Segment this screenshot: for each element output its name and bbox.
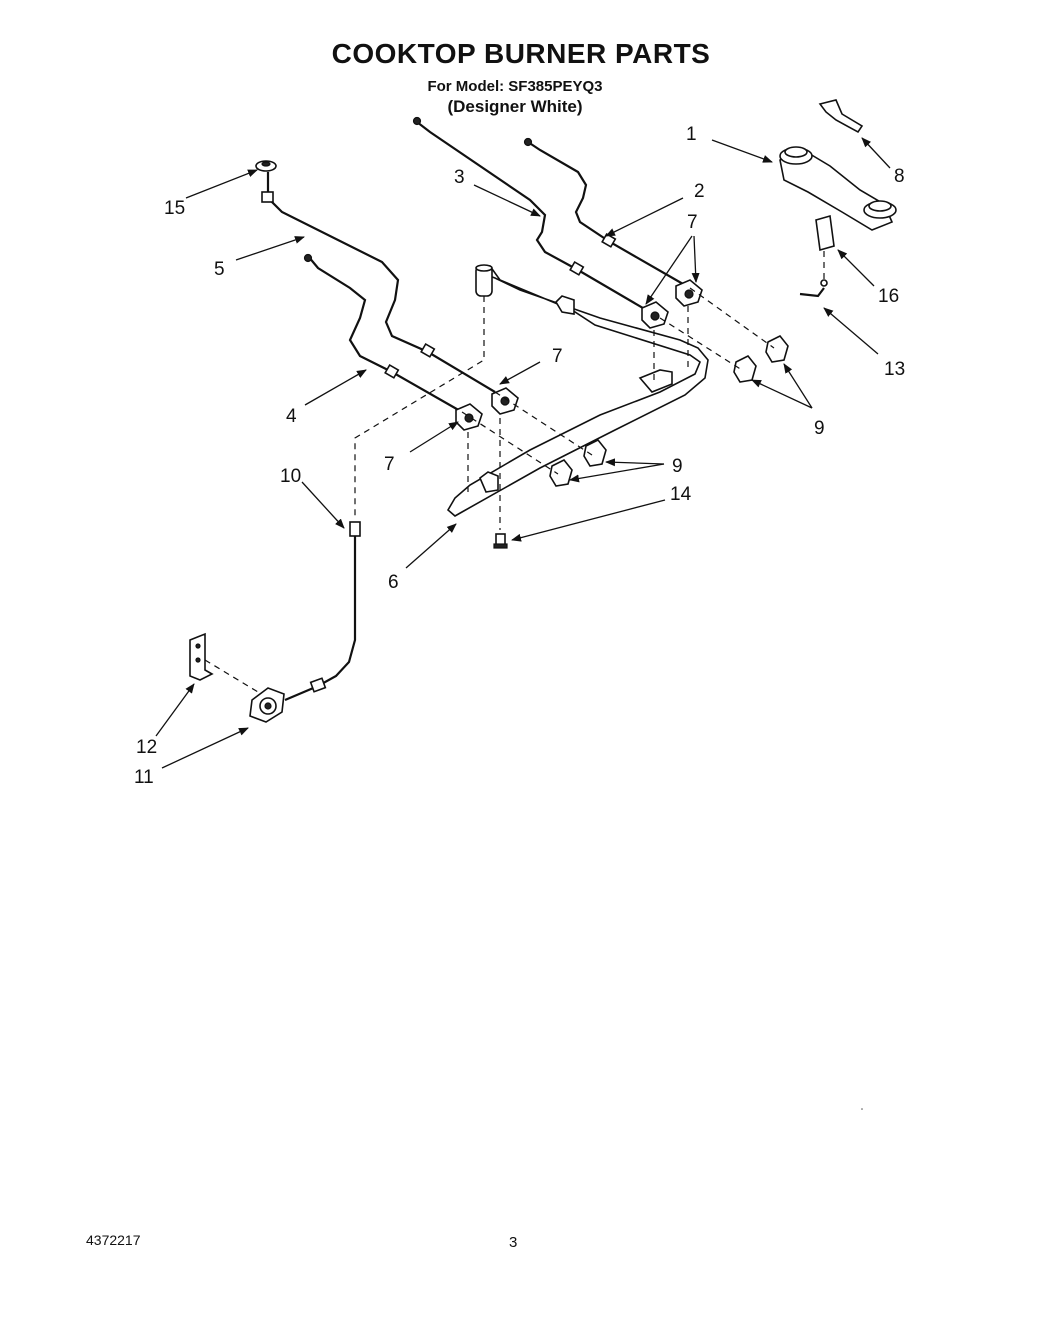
callout-14: 14	[670, 484, 692, 505]
gas-tube-4	[303, 253, 463, 413]
callout-9-right: 9	[814, 418, 825, 439]
callout-12: 12	[136, 737, 157, 758]
callout-5: 5	[214, 259, 225, 280]
igniter-clip	[815, 214, 835, 252]
callout-7-middle: 7	[552, 346, 563, 367]
gas-tube-5	[261, 172, 496, 393]
callout-13: 13	[884, 359, 905, 380]
model-line: For Model: SF385PEYQ3	[427, 78, 603, 95]
color-line: (Designer White)	[447, 97, 583, 116]
callout-10: 10	[280, 466, 301, 487]
page-number: 3	[509, 1234, 518, 1251]
burner-bracket	[818, 99, 864, 134]
orifice-holder-group	[549, 334, 789, 487]
callout-16: 16	[878, 286, 899, 307]
callout-7-left: 7	[384, 454, 395, 475]
callout-2: 2	[694, 181, 705, 202]
assembly-lines	[204, 240, 825, 693]
regulator-bracket	[189, 632, 214, 681]
callout-6: 6	[388, 572, 399, 593]
callout-9-lower: 9	[672, 456, 683, 477]
page-title: COOKTOP BURNER PARTS	[331, 38, 711, 69]
callout-7-top: 7	[687, 212, 698, 233]
regulator-tube	[284, 521, 361, 702]
callout-4: 4	[286, 406, 297, 427]
callout-11: 11	[134, 767, 154, 788]
pressure-regulator	[249, 687, 285, 723]
manifold	[446, 264, 709, 517]
leader-arrows	[155, 137, 891, 769]
burner-valve-lower-left	[455, 403, 483, 431]
callout-1: 1	[686, 124, 697, 145]
burner-valve-upper-left	[641, 301, 669, 329]
top-burner-assembly	[779, 146, 897, 231]
callout-8: 8	[894, 166, 905, 187]
burner-valve-upper-right	[675, 279, 703, 307]
callout-15: 15	[164, 198, 185, 219]
gas-tube-2	[523, 137, 691, 289]
callout-3: 3	[454, 167, 465, 188]
gas-tube-3	[412, 116, 661, 319]
mounting-screw	[493, 533, 508, 549]
igniter-wire	[799, 279, 828, 298]
document-number: 4372217	[86, 1232, 141, 1248]
burner-cap	[255, 160, 277, 172]
